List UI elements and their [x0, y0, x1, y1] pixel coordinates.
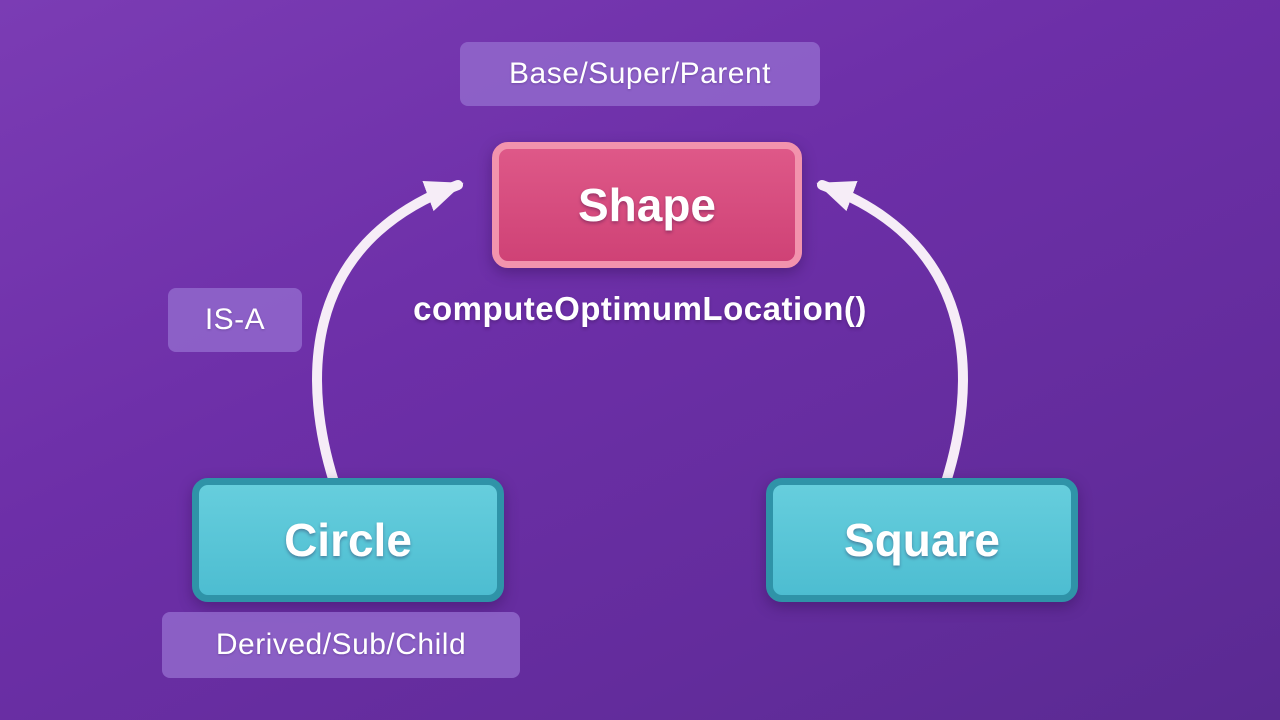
node-shape: Shape — [492, 142, 802, 268]
method-annotation: computeOptimumLocation() — [413, 290, 867, 327]
label-derived-sub-child: Derived/Sub/Child — [162, 612, 520, 678]
arrow-square-to-shape — [816, 180, 968, 487]
label-derived-sub-child-text: Derived/Sub/Child — [215, 628, 467, 661]
label-base-super-parent: Base/Super/Parent — [460, 42, 820, 106]
label-is-a-text: IS-A — [204, 303, 266, 336]
node-circle-text: Circle — [284, 514, 412, 566]
label-base-super-parent-text: Base/Super/Parent — [509, 57, 771, 90]
node-circle: Circle — [192, 478, 504, 602]
node-square: Square — [766, 478, 1078, 602]
node-square-text: Square — [844, 514, 1000, 566]
arrow-circle-to-shape — [312, 180, 464, 487]
label-is-a: IS-A — [168, 288, 302, 352]
node-shape-text: Shape — [577, 179, 717, 231]
